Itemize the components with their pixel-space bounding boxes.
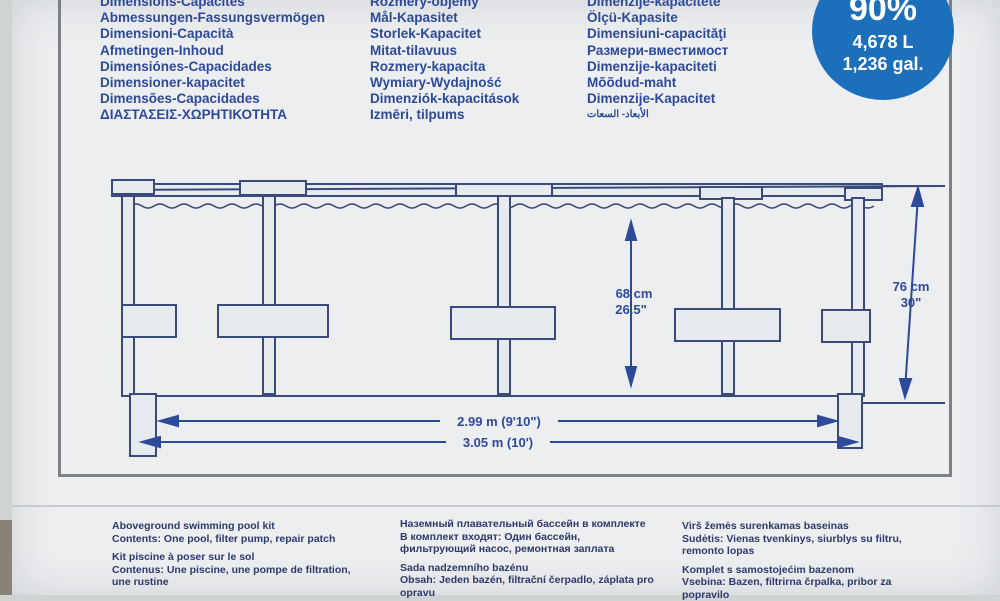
kit-line: Contenus: Une piscine, une pompe de filt…: [112, 564, 351, 577]
kit-line: une rustine: [112, 576, 351, 589]
leg-brace: [675, 309, 780, 341]
kit-line: Komplet s samostojećim bazenom: [682, 564, 902, 577]
arrow-head-right: [818, 416, 836, 426]
rail-joint: [112, 180, 154, 194]
kit-line: opravu: [400, 587, 654, 600]
arrow-head-down: [626, 367, 636, 385]
kit-info-column-3: Virš žemės surenkamas baseinas Sudėtis: …: [682, 520, 902, 601]
left-wall-base: [130, 394, 156, 456]
pool-leg: [498, 196, 510, 394]
kit-line: Obsah: Jeden bazén, filtrační čerpadlo, …: [400, 574, 654, 587]
kit-line: Sada nadzemního bazénu: [400, 562, 654, 575]
wall-height-in: 30": [901, 295, 922, 310]
leg-brace: [218, 305, 328, 337]
kit-info-column-1: Aboveground swimming pool kit Contents: …: [112, 520, 351, 589]
water-height-cm: 68 cm: [616, 286, 653, 301]
kit-line: Sudėtis: Vienas tvenkinys, siurblys su f…: [682, 533, 902, 546]
leg-brace: [822, 310, 870, 342]
arrow-head-up: [626, 222, 636, 240]
kit-line: Virš žemės surenkamas baseinas: [682, 520, 902, 533]
kit-line: фильтрующий насос, ремонтная заплата: [400, 543, 654, 556]
pool-leg: [263, 196, 275, 394]
leg-brace: [122, 305, 176, 337]
kit-line: Aboveground swimming pool kit: [112, 520, 351, 533]
pool-leg: [122, 196, 134, 396]
rail-joint: [240, 181, 306, 195]
pool-leg: [852, 198, 864, 396]
kit-line: В комплект входят: Один бассейн,: [400, 531, 654, 544]
water-height-in: 26.5": [615, 302, 646, 317]
leg-brace: [451, 307, 555, 339]
kit-info-column-2: Наземный плавательный бассейн в комплект…: [400, 518, 654, 599]
kit-line: remonto lopas: [682, 545, 902, 558]
inner-width-label: 2.99 m (9'10"): [457, 414, 541, 429]
rail-joint: [456, 184, 552, 196]
kit-line: Наземный плавательный бассейн в комплект…: [400, 518, 654, 531]
arrow-head-up: [912, 188, 923, 206]
outer-width-label: 3.05 m (10'): [463, 435, 533, 450]
arrow-head-left: [160, 416, 178, 426]
kit-line: Vsebina: Bazen, filtrirna črpalka, pribo…: [682, 576, 902, 589]
wall-height-cm: 76 cm: [893, 279, 930, 294]
kit-line: Kit piscine à poser sur le sol: [112, 551, 351, 564]
kit-line: Contents: One pool, filter pump, repair …: [112, 533, 351, 546]
pool-leg: [722, 198, 734, 394]
arrow-head-down: [900, 379, 911, 397]
